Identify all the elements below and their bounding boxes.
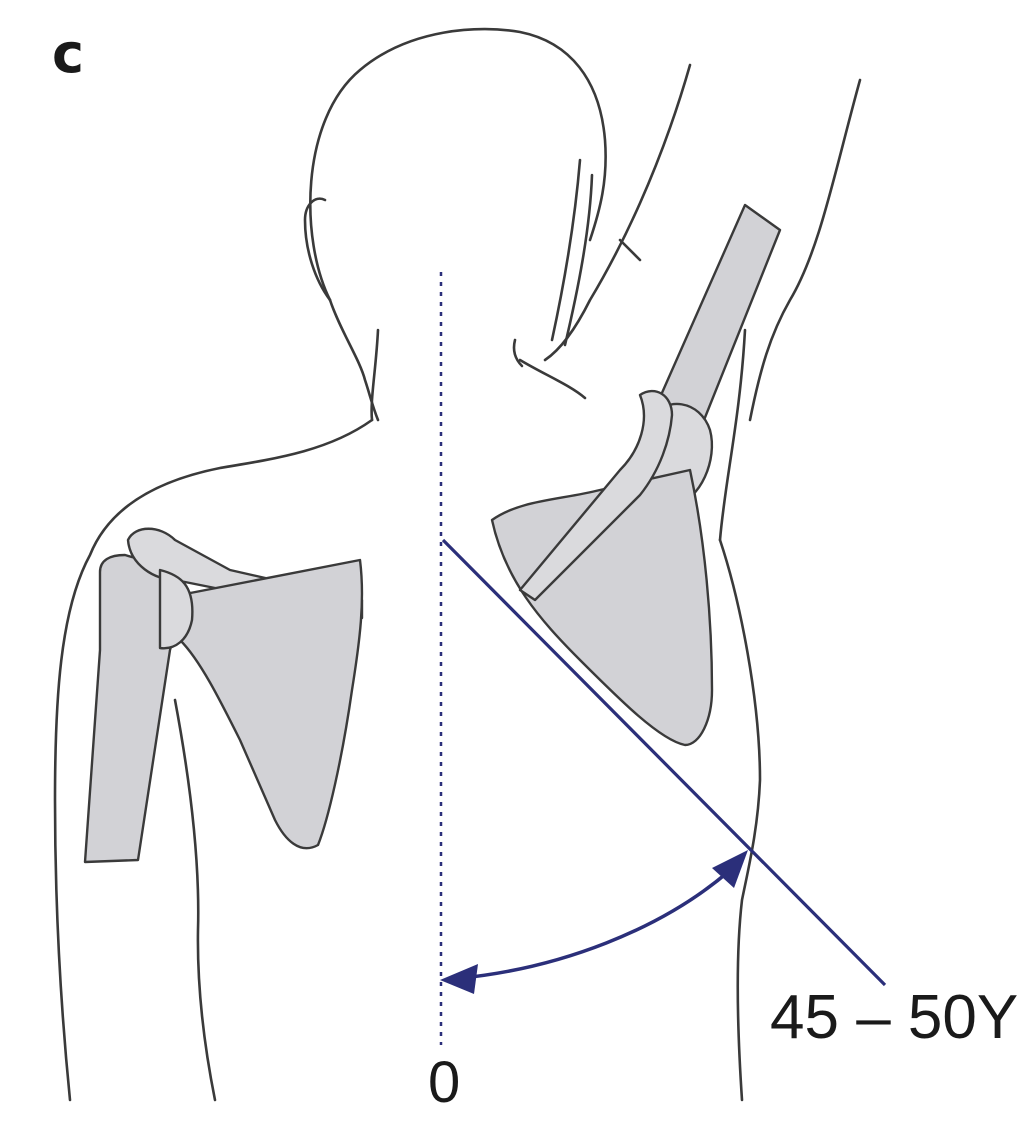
- angle-label: 45 – 50Y: [770, 983, 1018, 1052]
- left-scapula: [180, 560, 362, 848]
- panel-letter: c: [52, 22, 84, 85]
- origin-label: 0: [428, 1050, 460, 1115]
- arrowhead-left: [440, 964, 478, 994]
- right-humerus: [650, 205, 780, 430]
- left-shoulder-bones: [85, 529, 362, 862]
- angle-arc: [440, 850, 748, 994]
- right-shoulder-bones: [492, 205, 780, 745]
